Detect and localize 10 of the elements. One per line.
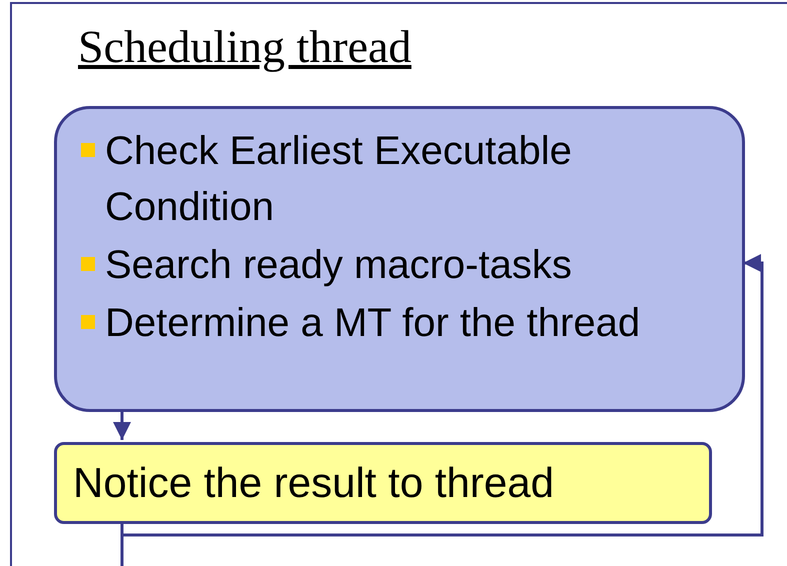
frame bbox=[10, 2, 787, 566]
arrow bbox=[120, 254, 764, 536]
bullet-text: Search ready macro-tasks bbox=[105, 242, 572, 289]
title: Scheduling thread bbox=[78, 24, 412, 70]
process-box bbox=[54, 442, 712, 524]
bullet-text: Check Earliest Executable Condition bbox=[105, 128, 573, 231]
box-text: Notice the result to thread bbox=[73, 462, 554, 504]
arrow bbox=[113, 410, 131, 440]
process-box bbox=[54, 106, 745, 412]
bullet-text: Determine a MT for the thread bbox=[105, 300, 640, 347]
